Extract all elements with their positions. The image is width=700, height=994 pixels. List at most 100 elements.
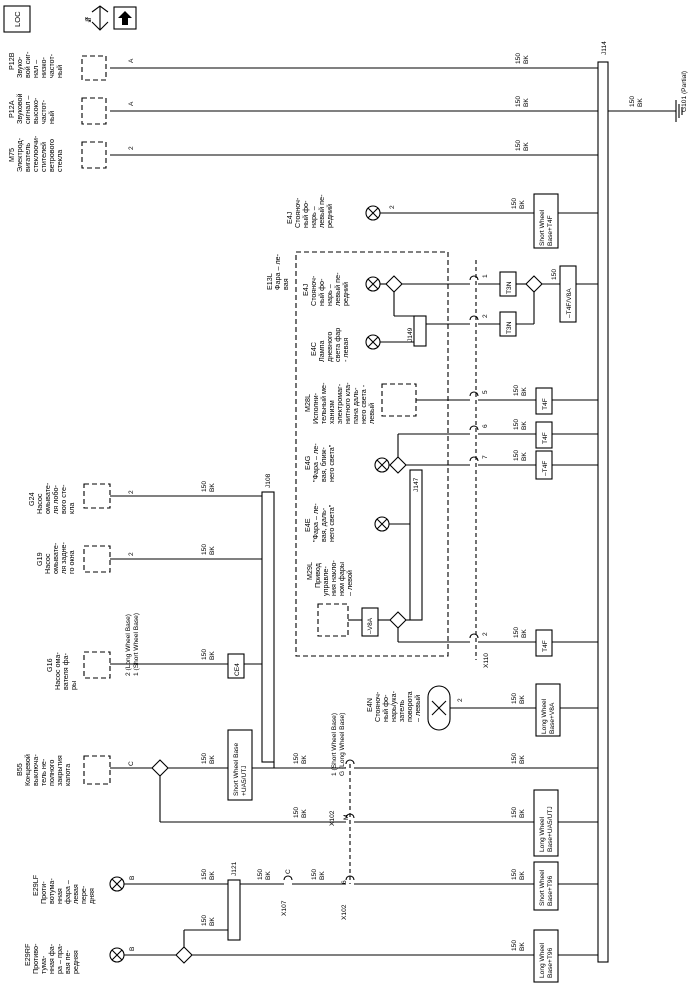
svg-text:ханизм: ханизм	[327, 400, 336, 424]
svg-text:редняя: редняя	[71, 950, 80, 974]
svg-text:редний: редний	[325, 204, 334, 228]
svg-text:150: 150	[201, 481, 208, 492]
svg-text:частот-: частот-	[47, 53, 56, 78]
component-g16: 2 (Long Wheel Base) 1 (Short Wheel Base)…	[45, 613, 262, 690]
svg-text:вателя фа-: вателя фа-	[61, 652, 70, 690]
svg-text:M75: M75	[7, 148, 16, 162]
svg-text:X107: X107	[281, 900, 288, 916]
svg-text:нарь –: нарь –	[325, 284, 334, 306]
svg-text:вая, даль-: вая, даль-	[319, 507, 328, 542]
svg-text:BK: BK	[209, 483, 216, 492]
svg-text:150: 150	[515, 96, 522, 107]
svg-text:X102: X102	[329, 810, 336, 826]
svg-text:T3N: T3N	[506, 321, 513, 334]
x110-wires: T3N T3N 150 BK –T4F/V8A 150 BK T4F 150 B…	[478, 265, 598, 657]
svg-text:150: 150	[511, 753, 518, 764]
svg-text:Стояноч-: Стояноч-	[373, 691, 382, 722]
svg-text:B: B	[129, 875, 136, 880]
svg-text:Концевой: Концевой	[23, 754, 32, 786]
svg-text:BK: BK	[265, 871, 272, 880]
connector-x110: X110 1 2 5 6 7 2	[469, 260, 490, 668]
svg-text:Short Wheel Base: Short Wheel Base	[233, 743, 240, 796]
svg-text:M29L: M29L	[305, 562, 314, 580]
splice-j114: J114	[597, 41, 609, 963]
svg-text:E13L: E13L	[265, 273, 274, 290]
svg-text:G (Long Wheel Base): G (Long Wheel Base)	[339, 713, 346, 776]
svg-text:2 (Long Wheel Base): 2 (Long Wheel Base)	[125, 614, 132, 676]
svg-text:150: 150	[201, 544, 208, 555]
component-e29rf: B 150 BK 150 BK Long Wheel Base+T96 E29R…	[23, 915, 598, 983]
svg-text:150: 150	[311, 869, 318, 880]
svg-text:Звуко-: Звуко-	[15, 56, 24, 78]
svg-text:150: 150	[513, 627, 520, 638]
svg-text:Звуковой: Звуковой	[15, 93, 24, 124]
svg-text:– левой: – левой	[345, 570, 354, 596]
svg-text:Base+T4F: Base+T4F	[547, 215, 554, 246]
svg-text:BK: BK	[209, 871, 216, 880]
svg-text:E29RF: E29RF	[23, 943, 32, 966]
svg-text:2: 2	[128, 146, 135, 150]
svg-text:нарь –: нарь –	[309, 206, 318, 228]
svg-text:ный фо-: ный фо-	[317, 278, 326, 306]
wire-p12a: 150 BK	[110, 96, 598, 112]
svg-text:ля лобо-: ля лобо-	[51, 485, 60, 514]
svg-text:вая, ближ-: вая, ближ-	[319, 447, 328, 482]
svg-text:B55: B55	[15, 763, 24, 776]
svg-text:капота: капота	[63, 764, 72, 786]
svg-text:6: 6	[482, 424, 489, 428]
svg-text:Long Wheel: Long Wheel	[539, 816, 546, 852]
wire-m75: 150 BK	[110, 140, 598, 156]
svg-text:го окна: го окна	[67, 550, 76, 574]
up-arrow-icon	[113, 6, 137, 30]
svg-text:J121: J121	[231, 861, 238, 876]
svg-text:нная фа-: нная фа-	[47, 943, 56, 974]
svg-text:пана даль-: пана даль-	[351, 387, 360, 424]
svg-text:нная: нная	[55, 888, 64, 904]
svg-text:пере-: пере-	[79, 885, 88, 904]
svg-text:ный фо-: ный фо-	[381, 694, 390, 722]
svg-text:ра – пра-: ра – пра-	[55, 943, 64, 974]
svg-text:P12A: P12A	[7, 100, 16, 118]
svg-text:выключа-: выключа-	[31, 754, 40, 786]
svg-text:150: 150	[257, 869, 264, 880]
svg-text:–V8A: –V8A	[367, 617, 374, 634]
svg-text:высоко-: высоко-	[31, 97, 40, 124]
svg-text:BK: BK	[521, 421, 528, 430]
svg-text:стеклоочи-: стеклоочи-	[31, 135, 40, 172]
component-e29lf: B 150 BK 150 BK C X107 150 BK 150 BK Sho…	[31, 861, 598, 916]
svg-text:BK: BK	[209, 755, 216, 764]
svg-text:вая: вая	[281, 278, 290, 290]
svg-text:T3N: T3N	[506, 281, 513, 294]
svg-text:тель не-: тель не-	[39, 758, 48, 786]
svg-text:– левый: – левый	[413, 695, 422, 722]
svg-text:Base+UA5/UTJ: Base+UA5/UTJ	[547, 806, 554, 852]
svg-text:вой сиг-: вой сиг-	[23, 51, 32, 78]
svg-text:–T4F/V8A: –T4F/V8A	[566, 288, 573, 318]
svg-text:него света": него света"	[327, 444, 336, 482]
svg-text:G16: G16	[45, 658, 54, 672]
svg-text:фара –: фара –	[63, 880, 72, 904]
svg-text:Short Wheel: Short Wheel	[539, 209, 546, 246]
svg-text:Исполни-: Исполни-	[311, 392, 320, 424]
svg-text:Противо-: Противо-	[31, 943, 40, 974]
svg-text:нарь/ука-: нарь/ука-	[389, 690, 398, 722]
svg-text:150: 150	[513, 385, 520, 396]
svg-text:M28L: M28L	[303, 394, 312, 412]
svg-text:Base+V8A: Base+V8A	[549, 702, 556, 734]
headlamp-e13l: E13L Фара – ле- вая E4J Стояноч- ный фо-…	[265, 251, 470, 657]
svg-text:150: 150	[201, 649, 208, 660]
svg-text:Фара – ле-: Фара – ле-	[273, 253, 282, 290]
svg-text:X110: X110	[483, 653, 490, 668]
svg-text:150: 150	[511, 940, 518, 951]
j114-label: J114	[601, 41, 608, 55]
svg-text:–T4F: –T4F	[542, 461, 549, 476]
svg-text:BK: BK	[519, 809, 526, 818]
svg-text:E4E: E4E	[303, 518, 312, 532]
svg-text:C: C	[128, 761, 135, 766]
svg-text:150: 150	[511, 198, 518, 209]
svg-text:150: 150	[515, 140, 522, 151]
svg-text:"Фара – ле-: "Фара – ле-	[311, 503, 320, 542]
svg-text:сигнал –: сигнал –	[23, 96, 32, 124]
svg-text:него света": него света"	[327, 504, 336, 542]
svg-text:вого сте-: вого сте-	[59, 484, 68, 514]
